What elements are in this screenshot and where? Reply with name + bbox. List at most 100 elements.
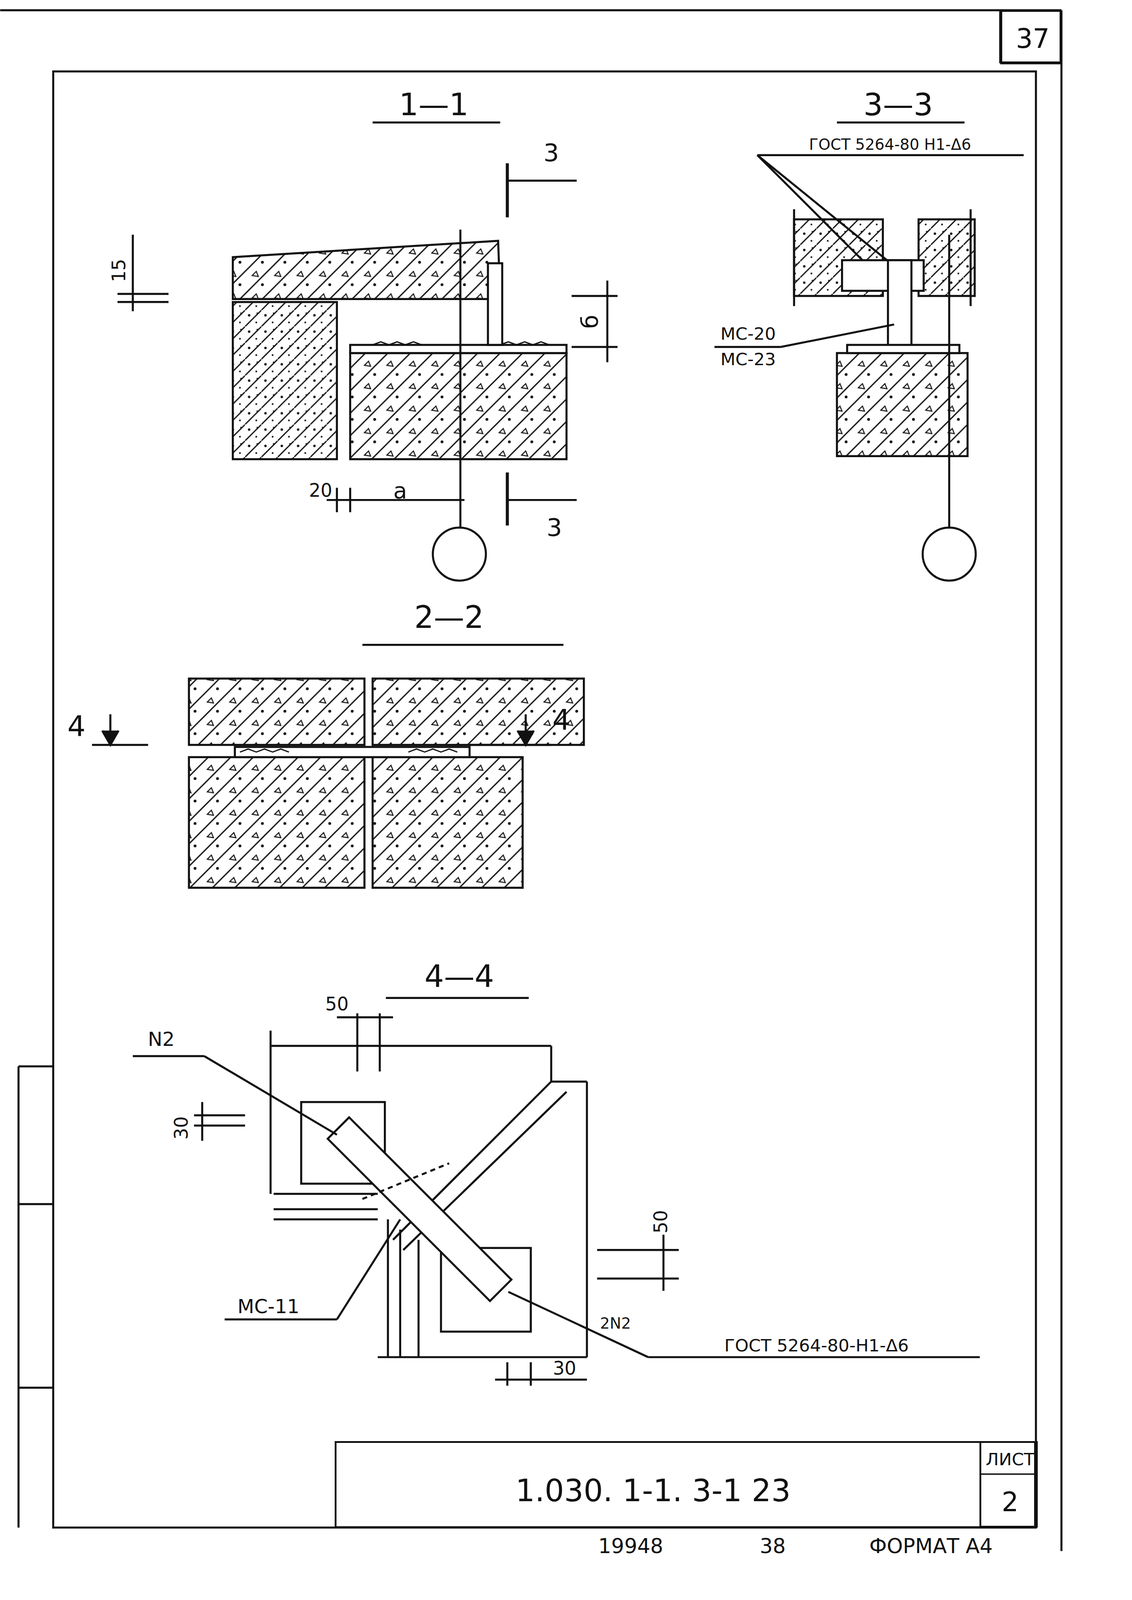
drawing-line xyxy=(918,219,975,296)
drawing-line xyxy=(18,1065,54,1068)
drawing-line xyxy=(188,757,365,888)
drawing-line xyxy=(586,1081,588,1358)
dimension: 30 xyxy=(172,1116,191,1140)
part-callout: МС-23 xyxy=(720,350,776,368)
drawing-line xyxy=(0,9,1062,11)
stamp-text: 1.030. 1-1. 3-1 23 xyxy=(515,1475,791,1507)
drawing-line xyxy=(969,209,972,306)
drawing-line xyxy=(399,1229,402,1357)
drawing-line xyxy=(131,234,134,312)
drawing-line xyxy=(0,10,1062,1551)
drawing-line xyxy=(459,229,462,528)
section-mark: 3 xyxy=(543,140,559,166)
drawing-line xyxy=(372,757,523,888)
dimension: б xyxy=(578,314,602,329)
drawing-line xyxy=(505,163,510,218)
drawing-line xyxy=(91,744,148,746)
drawing-line xyxy=(377,1356,587,1358)
drawing-line xyxy=(433,527,487,582)
drawing-line xyxy=(224,1318,337,1321)
drawing-line xyxy=(273,1208,378,1210)
stamp-text: ЛИСТ xyxy=(985,1450,1035,1469)
drawing-line xyxy=(793,209,796,306)
drawing-line xyxy=(356,1013,358,1072)
drawing-line xyxy=(378,1013,381,1072)
drawing-line xyxy=(517,730,535,745)
drawing-line xyxy=(201,1101,204,1141)
dimension: 30 xyxy=(552,1359,577,1378)
section-title: 1—1 xyxy=(398,89,469,121)
dimension: 20 xyxy=(308,481,332,500)
drawing-line xyxy=(17,1066,20,1528)
drawing-line xyxy=(417,1239,420,1358)
footer-note: ФОРМАТ А4 xyxy=(869,1536,993,1557)
drawing-line xyxy=(336,1016,393,1019)
drawing-line xyxy=(469,744,551,746)
drawing-line xyxy=(1060,10,1063,1551)
drawing-line xyxy=(948,234,950,528)
drawing-line xyxy=(232,301,337,459)
cell-divider xyxy=(981,1473,1036,1475)
drawing-line xyxy=(571,346,618,348)
drawing-line xyxy=(571,295,618,297)
drawing-line xyxy=(714,346,781,348)
drawing-line xyxy=(273,1218,378,1221)
drawing-line xyxy=(488,263,503,345)
drawing-line xyxy=(350,352,567,459)
section-mark: 3 xyxy=(546,515,562,541)
drawing-line xyxy=(372,121,500,124)
weld-note: ГОСТ 5264-80-Н1-Δ6 xyxy=(724,1336,909,1355)
part-callout: 2N2 xyxy=(600,1315,632,1332)
section-title: 2—2 xyxy=(414,602,485,633)
drawing-line xyxy=(18,1203,54,1205)
drawing-line xyxy=(204,1056,337,1136)
drawing-line xyxy=(270,1045,551,1047)
dimension: 50 xyxy=(325,995,349,1014)
drawing-line xyxy=(606,280,609,363)
drawing-line xyxy=(132,1055,205,1057)
drawing-line xyxy=(846,344,960,353)
stamp-text: 2 xyxy=(1001,1488,1019,1516)
drawing-line xyxy=(188,678,365,745)
drawing-line xyxy=(596,1249,679,1251)
drawing-line xyxy=(836,121,965,124)
page-number-box: 37 xyxy=(1000,10,1062,64)
drawing-line xyxy=(18,1386,54,1389)
dimension: a xyxy=(393,479,408,503)
drawing-line xyxy=(757,153,1024,156)
drawing-line xyxy=(662,1234,665,1291)
drawing-line xyxy=(349,487,352,513)
drawing-line xyxy=(508,1291,648,1357)
drawing-line xyxy=(780,324,895,347)
drawing-line xyxy=(529,1362,532,1387)
drawing-line xyxy=(273,1193,378,1195)
drawing-line xyxy=(101,730,119,745)
section-mark: 4 xyxy=(552,706,571,735)
drawing-line xyxy=(362,1163,449,1199)
part-callout: МС-11 xyxy=(237,1296,300,1317)
drawing-line xyxy=(887,260,912,347)
drawing-line xyxy=(507,179,577,182)
part-callout: N2 xyxy=(147,1029,175,1050)
sheet-cell: ЛИСТ 2 xyxy=(979,1441,1038,1529)
section-title: 3—3 xyxy=(863,89,934,121)
drawing-line xyxy=(269,1030,272,1194)
drawing-line xyxy=(596,1277,679,1280)
drawing-line xyxy=(507,499,577,501)
dimension: 15 xyxy=(110,259,129,283)
footer-note: 19948 xyxy=(598,1536,664,1557)
drawing-line xyxy=(336,1219,401,1320)
footer-note: 38 xyxy=(759,1536,786,1557)
stamp-text: 37 xyxy=(1015,25,1050,52)
part-callout: МС-20 xyxy=(720,325,776,343)
dimension: 50 xyxy=(652,1210,671,1234)
section-title: 4—4 xyxy=(424,961,495,993)
drawing-line xyxy=(551,1080,587,1083)
drawing-line xyxy=(372,678,584,745)
drawing-line xyxy=(117,300,169,303)
weld-note: ГОСТ 5264-80 Н1-Δ6 xyxy=(809,137,972,153)
drawing-line xyxy=(336,487,338,513)
drawing-line xyxy=(350,344,567,353)
drawing-line xyxy=(327,1117,512,1301)
drawing-line xyxy=(362,643,564,646)
